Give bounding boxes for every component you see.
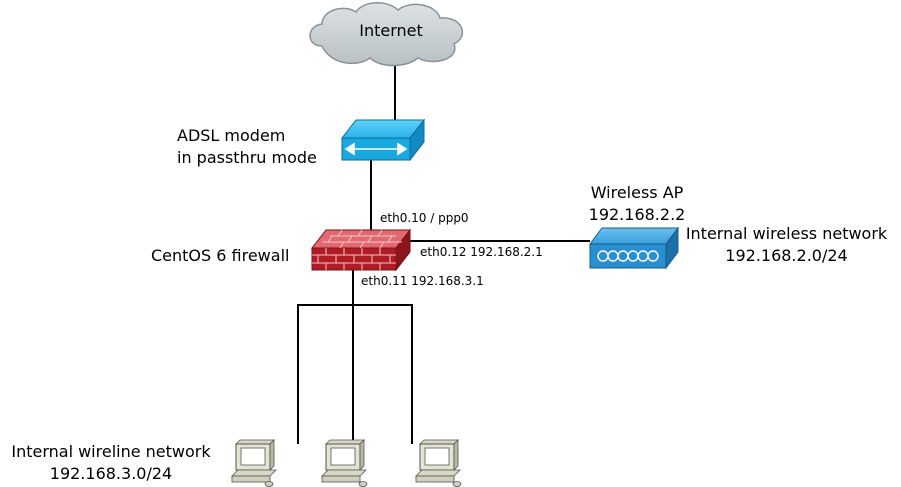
wireless-interface-label: eth0.12 192.168.2.1 [420,245,543,259]
workstation-icon [321,439,368,487]
wireless-network-subnet: 192.168.2.0/24 [725,246,848,265]
connection-lines [297,60,590,444]
wireless-ap-ip: 192.168.2.2 [588,205,686,224]
wave-pattern-icon [597,250,659,262]
modem-label-line2: in passthru mode [177,148,317,167]
modem-label-line1: ADSL modem [177,126,286,145]
adsl-modem [340,118,426,162]
workstation-icon [415,439,462,487]
internet-cloud [309,2,464,67]
wan-interface-label: eth0.10 / ppp0 [380,211,469,225]
wireline-network-subnet: 192.168.3.0/24 [49,464,173,483]
wireline-interface-label: eth0.11 192.168.3.1 [361,274,484,288]
firewall-label: CentOS 6 firewall [151,246,290,265]
wireless-network-label: Internal wireless network [685,224,888,243]
firewall-icon [310,228,412,272]
wireline-network-label: Internal wireline network [11,442,211,461]
wireless-ap-label: Wireless AP [590,183,684,202]
link-bus-pc1 [297,304,413,444]
workstation-icon [231,439,277,487]
internet-label: Internet [359,21,423,40]
wireless-ap-icon [589,226,679,270]
bidirectional-arrow-icon [344,142,408,156]
